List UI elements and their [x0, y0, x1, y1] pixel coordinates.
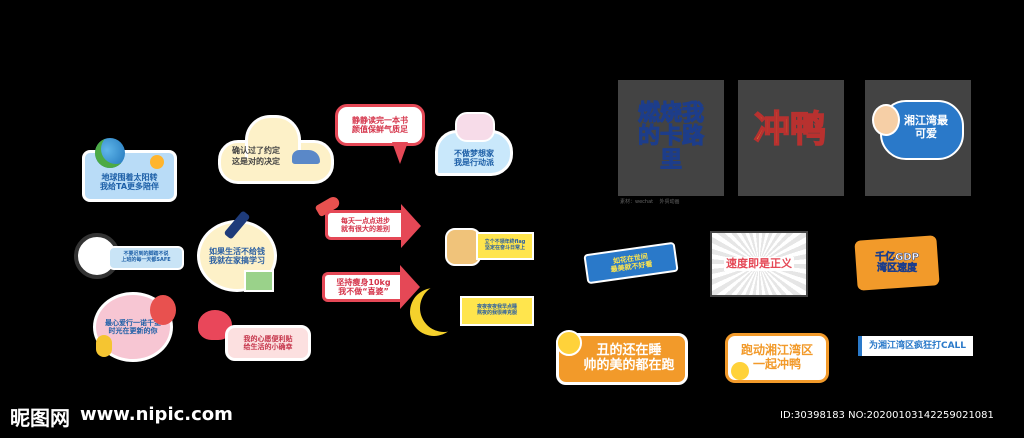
moon-text: 夜夜夜夜我早点睡 熬夜的我很棒克服 [476, 304, 517, 316]
ugly-text: 丑的还在睡 帅的美的都在跑 [583, 343, 675, 373]
monster-icon [150, 295, 176, 325]
clock-text: 不要迟到的脚踏不说 上班的每一天都SAFE [121, 251, 171, 263]
watermark-url: www.nipic.com [80, 404, 233, 425]
run-text: 跑动湘江湾区 一起冲鸭 [740, 343, 813, 371]
minion-icon [96, 335, 112, 357]
read-text: 静静读完一本书 颜值保鲜气质足 [352, 115, 408, 134]
love-text: 最心爱行一诺千金 时光在更新的你 [105, 318, 161, 335]
weight-text: 坚持瘦身10kg 我不做“喜婆” [336, 277, 391, 296]
chongya-text: 冲鸭 [753, 109, 827, 152]
bay-text-box: 湘江湾最可爱 [895, 105, 957, 151]
read-sticker: 静静读完一本书 颜值保鲜气质足 [335, 104, 425, 146]
earth-icon [95, 138, 125, 168]
ugly-sticker: 丑的还在睡 帅的美的都在跑 [556, 333, 688, 385]
watermark-id: ID:30398183 NO:20200103142259021081 [780, 410, 994, 421]
gdp-text: 千亿GDP 湾区速度 [875, 251, 919, 274]
chuan-sticker: 如花在世间 最美就不好看 [583, 241, 679, 285]
watermark-logo: 昵图网 [10, 406, 70, 430]
study-sticker: 如果生活不给钱 我就在家搞学习 [197, 220, 277, 292]
boy-icon [872, 104, 900, 136]
clock-sticker: 不要迟到的脚踏不说 上班的每一天都SAFE [108, 246, 184, 270]
action-text: 不做梦想家 我是行动派 [454, 148, 494, 167]
chongya-text-box: 冲鸭 [740, 95, 840, 165]
speed-text: 速度即是正义 [724, 256, 794, 272]
bay-text: 湘江湾最可爱 [904, 114, 948, 140]
sun-icon [150, 155, 164, 169]
dog-text: 立个不领年终flag 坚定在奋斗日常上 [484, 239, 526, 251]
progress-text: 每天一点点进步 就有很大的差别 [341, 216, 390, 233]
chongya-tile [738, 80, 844, 196]
moon-sticker: 夜夜夜夜我早点睡 熬夜的我很棒克服 [460, 296, 534, 326]
kaluli-tile [618, 80, 724, 196]
heart-text: 我的心愿便利贴 给生活的小确幸 [243, 334, 293, 351]
progress-sticker: 每天一点点进步 就有很大的差别 [325, 210, 403, 240]
kaluli-text: 燃烧我的卡路里 [637, 101, 704, 173]
kaluli-text-box: 燃烧我的卡路里 [628, 92, 714, 182]
progress-arrow-head [401, 204, 421, 248]
heart-sticker: 我的心愿便利贴 给生活的小确幸 [225, 325, 311, 361]
weight-sticker: 坚持瘦身10kg 我不做“喜婆” [322, 272, 402, 302]
cloud-bump [245, 115, 301, 158]
call-sticker: 为湘江湾区疯狂打CALL [858, 336, 973, 356]
emoji-icon [556, 330, 582, 356]
earth-text: 地球围着太阳转 我给TA更多陪伴 [99, 172, 160, 191]
lightning-icon [392, 142, 408, 164]
duck-icon [731, 362, 749, 380]
promise-text: 确认过了约定 这是对的决定 [232, 146, 280, 166]
tile-caption: 素材：wechat 外贸动画 [620, 199, 680, 205]
unicorn-icon [455, 112, 495, 142]
dog-sticker: 立个不领年终flag 坚定在奋斗日常上 [476, 232, 534, 260]
study-text: 如果生活不给钱 我就在家搞学习 [209, 246, 265, 265]
gdp-text-box: 千亿GDP 湾区速度 [856, 238, 938, 288]
speed-sticker: 速度即是正义 [710, 231, 808, 297]
weight-arrow-head [400, 265, 420, 309]
call-text: 为湘江湾区疯狂打CALL [868, 340, 967, 351]
chuan-text: 如花在世间 最美就不好看 [610, 252, 653, 274]
shoe-icon [292, 150, 320, 164]
book-icon [244, 270, 274, 292]
